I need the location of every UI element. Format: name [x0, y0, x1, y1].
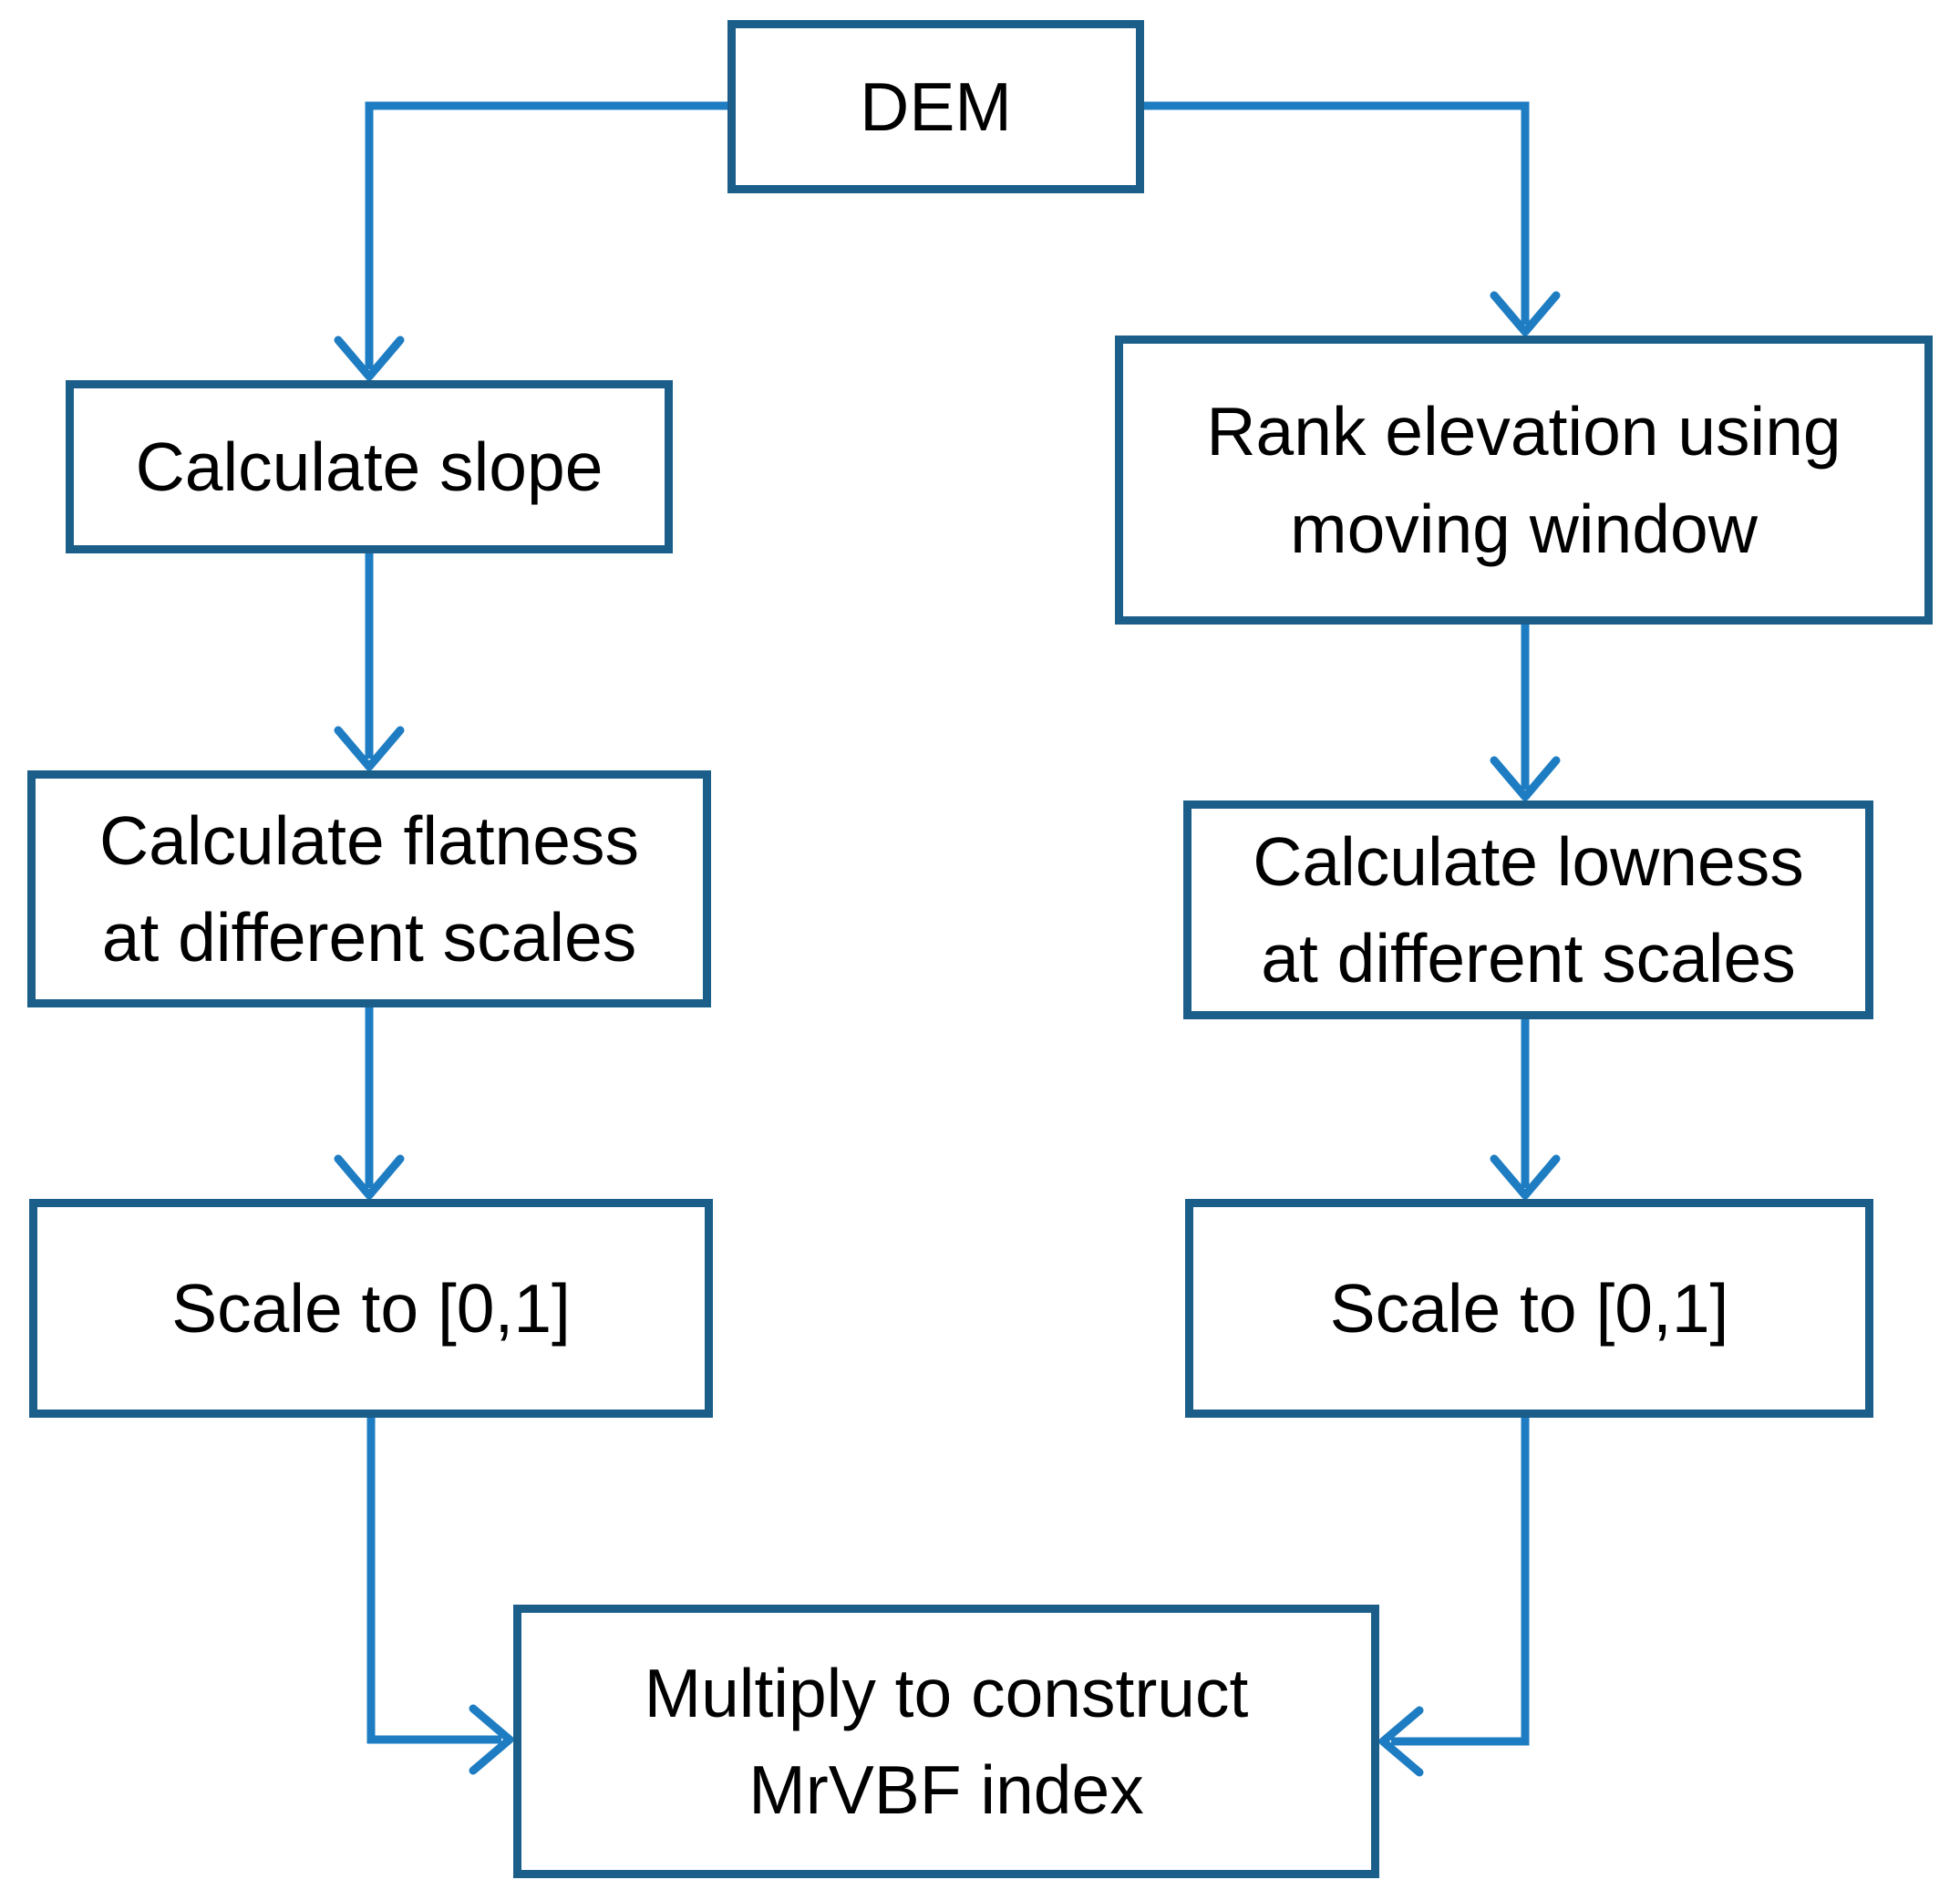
node-calculate-lowness-label: Calculate lowness at different scales: [1253, 822, 1804, 997]
node-calculate-slope-label: Calculate slope: [135, 428, 603, 505]
node-scale-lowness: Scale to [0,1]: [1185, 1199, 1873, 1418]
arrow-scale-left-to-multiply: [366, 1418, 501, 1744]
arrow-dem-to-slope: [365, 101, 727, 369]
node-scale-flatness-label: Scale to [0,1]: [171, 1269, 571, 1347]
arrowhead-dem-to-slope: [334, 336, 405, 381]
arrow-dem-to-rank: [1144, 101, 1530, 325]
node-dem-label: DEM: [860, 67, 1012, 145]
node-scale-lowness-label: Scale to [0,1]: [1329, 1269, 1729, 1347]
node-multiply-mrvbf: Multiply to construct MrVBF index: [513, 1605, 1379, 1878]
arrowhead-scale-left-to-multiply: [469, 1704, 514, 1775]
arrowhead-slope-to-flatness: [334, 726, 405, 771]
node-calculate-flatness-label: Calculate flatness at different scales: [99, 801, 639, 976]
node-rank-elevation: Rank elevation using moving window: [1115, 336, 1933, 625]
node-scale-flatness: Scale to [0,1]: [29, 1199, 713, 1418]
arrowhead-rank-to-lowness: [1490, 756, 1561, 801]
node-rank-elevation-label: Rank elevation using moving window: [1206, 393, 1841, 567]
node-dem: DEM: [727, 20, 1144, 193]
node-calculate-lowness: Calculate lowness at different scales: [1183, 800, 1873, 1019]
node-calculate-slope: Calculate slope: [66, 380, 673, 553]
arrowhead-flatness-to-scale: [334, 1154, 405, 1200]
node-multiply-mrvbf-label: Multiply to construct MrVBF index: [644, 1654, 1249, 1829]
arrowhead-dem-to-rank: [1490, 291, 1561, 336]
node-calculate-flatness: Calculate flatness at different scales: [27, 770, 711, 1007]
arrowhead-scale-right-to-multiply: [1378, 1706, 1424, 1777]
arrowhead-lowness-to-scale: [1490, 1154, 1561, 1200]
arrow-scale-right-to-multiply: [1391, 1418, 1530, 1746]
